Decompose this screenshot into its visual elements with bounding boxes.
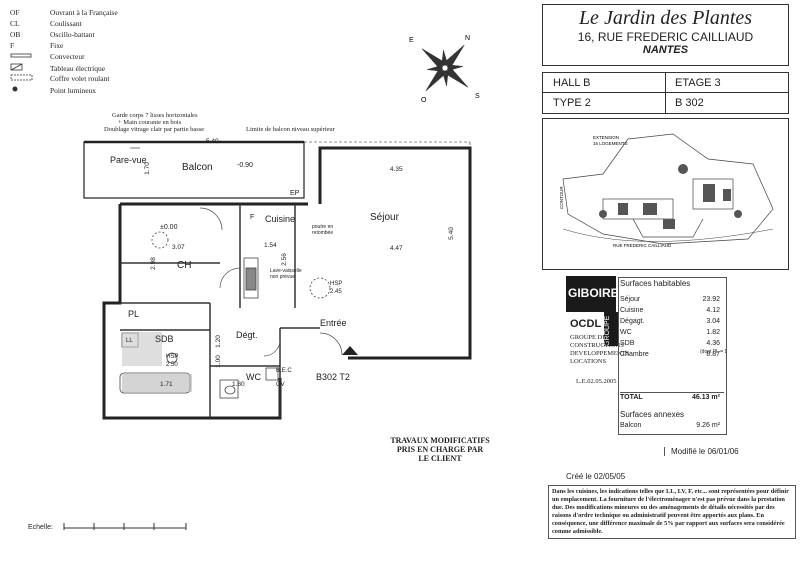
dimension-label: 2.98	[149, 257, 157, 270]
company-box: GIBOIRE GROUPE OCDL GROUPE DE CONSTRUCTI…	[566, 276, 629, 396]
surfaces-heading: Surfaces habitables	[620, 279, 691, 288]
label-lave-vaisselle: Lave-vaisselle non prévue	[270, 268, 302, 280]
label-hsp-value: 2.45	[330, 289, 342, 295]
company-line: DEVELOPPEMENTS	[570, 350, 630, 357]
point-lumineux-icon	[10, 85, 50, 95]
label-balcon: Balcon	[182, 162, 213, 173]
balcony-note: Doublage vitrage clair par partie basse	[104, 126, 205, 133]
site-logements-label: 16 LOGEMENTS	[593, 141, 628, 146]
project-name: Le Jardin des Plantes	[578, 7, 753, 29]
label-hsp: HSP	[166, 354, 179, 360]
surface-row: Dégagt.3.04	[620, 318, 720, 325]
project-address: 16, RUE FREDERIC CAILLIAUD	[577, 30, 754, 44]
convecteur-icon	[10, 52, 50, 61]
label-sdb: SDB	[155, 334, 174, 344]
project-title-block: Le Jardin des Plantes 16, RUE FREDERIC C…	[542, 4, 789, 66]
svg-text:S: S	[475, 93, 480, 100]
label-lot-mark: B302 T2	[316, 372, 350, 382]
company-line: CONSTRUCTIONS	[570, 342, 624, 349]
dimension-label: 4.35	[390, 166, 403, 173]
label-cuisine: Cuisine	[265, 214, 296, 224]
dimension-label: 3.07	[172, 244, 185, 251]
scale-bar	[63, 523, 187, 530]
site-plan: EXTENSION 16 LOGEMENTS RUE FREDERIC CAIL…	[542, 118, 789, 270]
type-label: TYPE 2	[553, 97, 591, 109]
dimension-label: 2.56	[280, 253, 288, 266]
scale-label: Echelle:	[28, 524, 53, 531]
label-f-mark: F	[250, 214, 255, 221]
company-line: LOCATIONS	[570, 358, 607, 365]
lot-info-table: HALL B ETAGE 3 TYPE 2 B 302	[542, 72, 789, 114]
balcony-note: Garde corps 7 lisses horizontales	[112, 112, 198, 119]
lot-label: B 302	[675, 97, 704, 109]
project-city: NANTES	[642, 44, 689, 56]
floor-label: ETAGE 3	[675, 77, 721, 89]
label-ll: LL	[126, 338, 133, 344]
label-gv: GV	[276, 382, 285, 388]
hall-label: HALL B	[553, 77, 591, 89]
compass-rose-icon: N S E O	[409, 35, 480, 104]
label-level-zero: ±0.00	[160, 224, 178, 231]
travaux-note: TRAVAUX MODIFICATIFS PRIS EN CHARGE PAR …	[390, 436, 490, 463]
modified-date: Modifié le 06/01/06	[664, 447, 739, 456]
site-side-label: CONTOUR	[559, 186, 564, 209]
company-line: GROUPE DE	[570, 334, 607, 341]
legend-row: Point lumineux	[10, 85, 96, 95]
chambre-note: (dont PL = 1.40)	[700, 349, 726, 355]
svg-text:E: E	[409, 37, 414, 44]
label-pare-vue: Pare-vue	[110, 155, 147, 165]
label-wc: WC	[246, 372, 261, 382]
label-hsp: HSP	[330, 281, 343, 287]
legend-row: Coffre volet roulant	[10, 74, 109, 83]
dimension-label: 5.40	[447, 227, 455, 240]
dimension-label: 1.20	[214, 335, 222, 348]
svg-text:N: N	[465, 35, 470, 42]
dimension-label: 1.80	[232, 381, 245, 388]
label-ch: CH	[177, 260, 192, 271]
balcony-limit-note: Limite de balcon niveau supérieur	[246, 126, 335, 133]
label-degt: Dégt.	[236, 330, 258, 340]
site-street-label: RUE FREDERIC CAILLIAUD	[613, 243, 672, 248]
site-extension-label: EXTENSION	[593, 135, 619, 140]
annex-heading: Surfaces annexes	[620, 410, 685, 419]
balcony-note: + Main courante en bois	[118, 119, 182, 126]
label-balcon-level: -0.90	[237, 162, 253, 169]
label-pl: PL	[128, 309, 140, 319]
label-sejour: Séjour	[370, 212, 399, 223]
company-sub: OCDL	[570, 318, 602, 330]
label-entree: Entrée	[320, 318, 347, 328]
company-brand: GIBOIRE	[568, 286, 619, 300]
dimension-label: 5.40	[206, 138, 219, 145]
legend-row: Tableau électrique	[10, 63, 105, 73]
legend-row: Convecteur	[10, 52, 85, 61]
coffre-volet-icon	[10, 74, 50, 83]
legal-notes: Dans les cuisines, les indications telle…	[548, 485, 796, 539]
dimension-label: 1.00	[214, 355, 222, 368]
label-bec: B.E.C	[276, 368, 292, 374]
label-hsp-value: 2.50	[166, 362, 178, 368]
label-ep: EP	[290, 190, 300, 197]
dimension-label: 4.47	[390, 245, 403, 252]
surfaces-table	[618, 277, 727, 435]
created-date: Créé le 02/05/05	[566, 472, 626, 481]
tableau-electrique-icon	[10, 63, 50, 73]
svg-text:O: O	[421, 97, 427, 104]
dimension-label: 1.54	[264, 242, 277, 249]
label-poutre: poutre en retombée	[312, 224, 334, 236]
dimension-label: 1.71	[160, 381, 173, 388]
site-plan-drawing: EXTENSION 16 LOGEMENTS RUE FREDERIC CAIL…	[559, 133, 774, 248]
company-ref: L.E.02.05.2005	[576, 378, 617, 385]
floor-plan	[83, 140, 472, 420]
